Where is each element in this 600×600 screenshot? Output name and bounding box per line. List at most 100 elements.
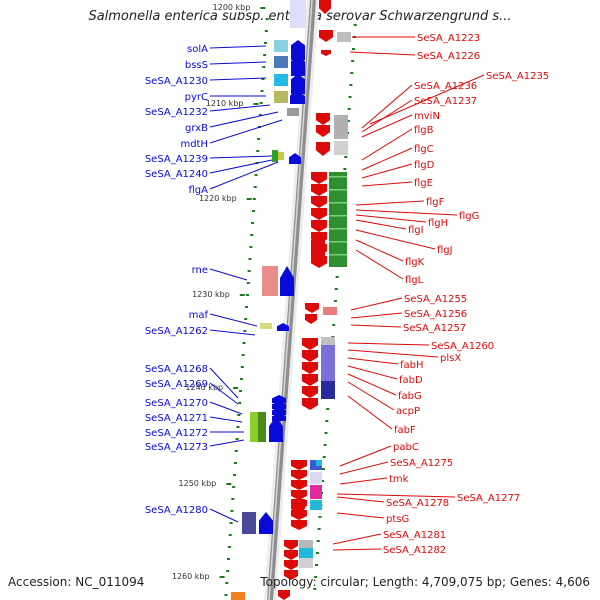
gene-arrow-forward [291,47,305,60]
gene-arrow-forward [272,395,286,403]
leader-line [361,114,413,138]
tick-mark [343,168,347,170]
kbp-tick [219,576,225,578]
gene-label-right: fabG [398,391,422,402]
leader-line [347,349,439,358]
kbp-label: 1250 kbp [179,479,217,488]
leader-line [332,533,382,545]
tick-mark [258,114,262,116]
tick-mark [333,300,337,302]
tick-mark [318,516,322,518]
tick-mark [245,294,249,296]
leader-line [350,324,402,328]
gene-label-left: SeSA_A1273 [145,442,208,453]
gene-label-right: SeSA_A1237 [414,96,477,107]
tick-mark [346,120,350,122]
leader-line [361,147,413,171]
leader-line [355,209,458,216]
leader-line [347,357,399,365]
feature-stripe [329,202,347,204]
gene-arrow-reverse [305,314,317,324]
tick-mark [323,444,327,446]
gene-label-right: SeSA_A1260 [431,341,494,352]
leader-line [209,61,267,65]
tick-mark [224,594,228,596]
gene-arrow-reverse [284,560,298,570]
feature-block [274,40,288,52]
leader-line [209,161,279,190]
feature-block [337,32,351,42]
gene-arrow-reverse [291,490,307,500]
gene-arrow-reverse [311,220,327,232]
feature-stripe [329,215,347,217]
feature-block [334,141,348,155]
leader-line [209,45,267,49]
axis-line [267,0,316,600]
kbp-label: 1200 kbp [213,3,251,12]
gene-label-left: maf [189,310,209,321]
leader-line [347,381,395,411]
leader-line [339,477,388,485]
gene-label-right: SeSA_A1236 [414,81,477,92]
feature-block [274,91,288,103]
tick-mark [226,570,230,572]
gene-label-left: mdtH [180,139,208,150]
gene-arrow-reverse [321,50,331,56]
tick-mark [231,498,235,500]
feature-block [310,472,322,484]
kbp-label: 1240 kbp [185,383,223,392]
kbp-label-bg [178,477,231,488]
kbp-tick [226,483,232,485]
gene-label-left: SeSA_A1269 [145,379,208,390]
feature-block [321,381,335,399]
label-leaders [209,36,485,551]
tick-mark [317,528,321,530]
tick-mark [259,102,263,104]
tick-mark [324,432,328,434]
gene-arrow-reverse [319,30,333,42]
tick-mark [321,468,325,470]
tick-mark [334,288,338,290]
gene-label-left: SeSA_A1268 [145,364,208,375]
tick-mark [316,540,320,542]
leader-line [347,395,393,430]
gene-label-right: SeSA_A1257 [403,323,466,334]
tick-mark [240,366,244,368]
feature-block [262,266,278,296]
tick-mark [263,54,267,56]
gene-label-left: bssS [185,60,208,71]
gene-label-left: rne [192,265,208,276]
gene-label-right: flgF [426,197,445,208]
tick-mark [313,588,317,590]
gene-label-right: flgI [408,225,424,236]
leader-line [336,493,456,498]
gene-arrow-reverse [302,362,318,374]
gene-label-right: fabF [394,425,416,436]
gene-label-right: acpP [396,406,420,417]
genome-summary: Topology: circular; Length: 4,709,075 bp… [260,575,590,589]
tick-mark [227,546,231,548]
gene-label-left: SeSA_A1272 [145,428,208,439]
gene-arrow-reverse [291,510,307,520]
gene-arrow-reverse [291,480,307,490]
feature-block [258,412,266,442]
gene-arrow-reverse [316,142,330,156]
gene-arrow-reverse [311,172,327,184]
gene-label-left: pyrC [185,92,208,103]
gene-label-left: SeSA_A1232 [145,107,208,118]
gene-label-right: SeSA_A1275 [390,458,453,469]
leader-line [355,214,427,223]
gene-arrow-reverse [291,460,307,470]
kbp-label: 1230 kbp [192,290,230,299]
gene-label-right: SeSA_A1277 [457,493,520,504]
leader-line [336,496,385,503]
leader-line [339,461,389,475]
leader-line [209,401,243,415]
tick-mark [230,510,234,512]
gene-arrow-reverse [284,540,298,550]
leader-line [361,163,413,179]
kbp-tick [233,387,239,389]
tick-mark [262,66,266,68]
gene-label-right: SeSA_A1235 [486,71,549,82]
gene-arrow-reverse [302,386,318,398]
